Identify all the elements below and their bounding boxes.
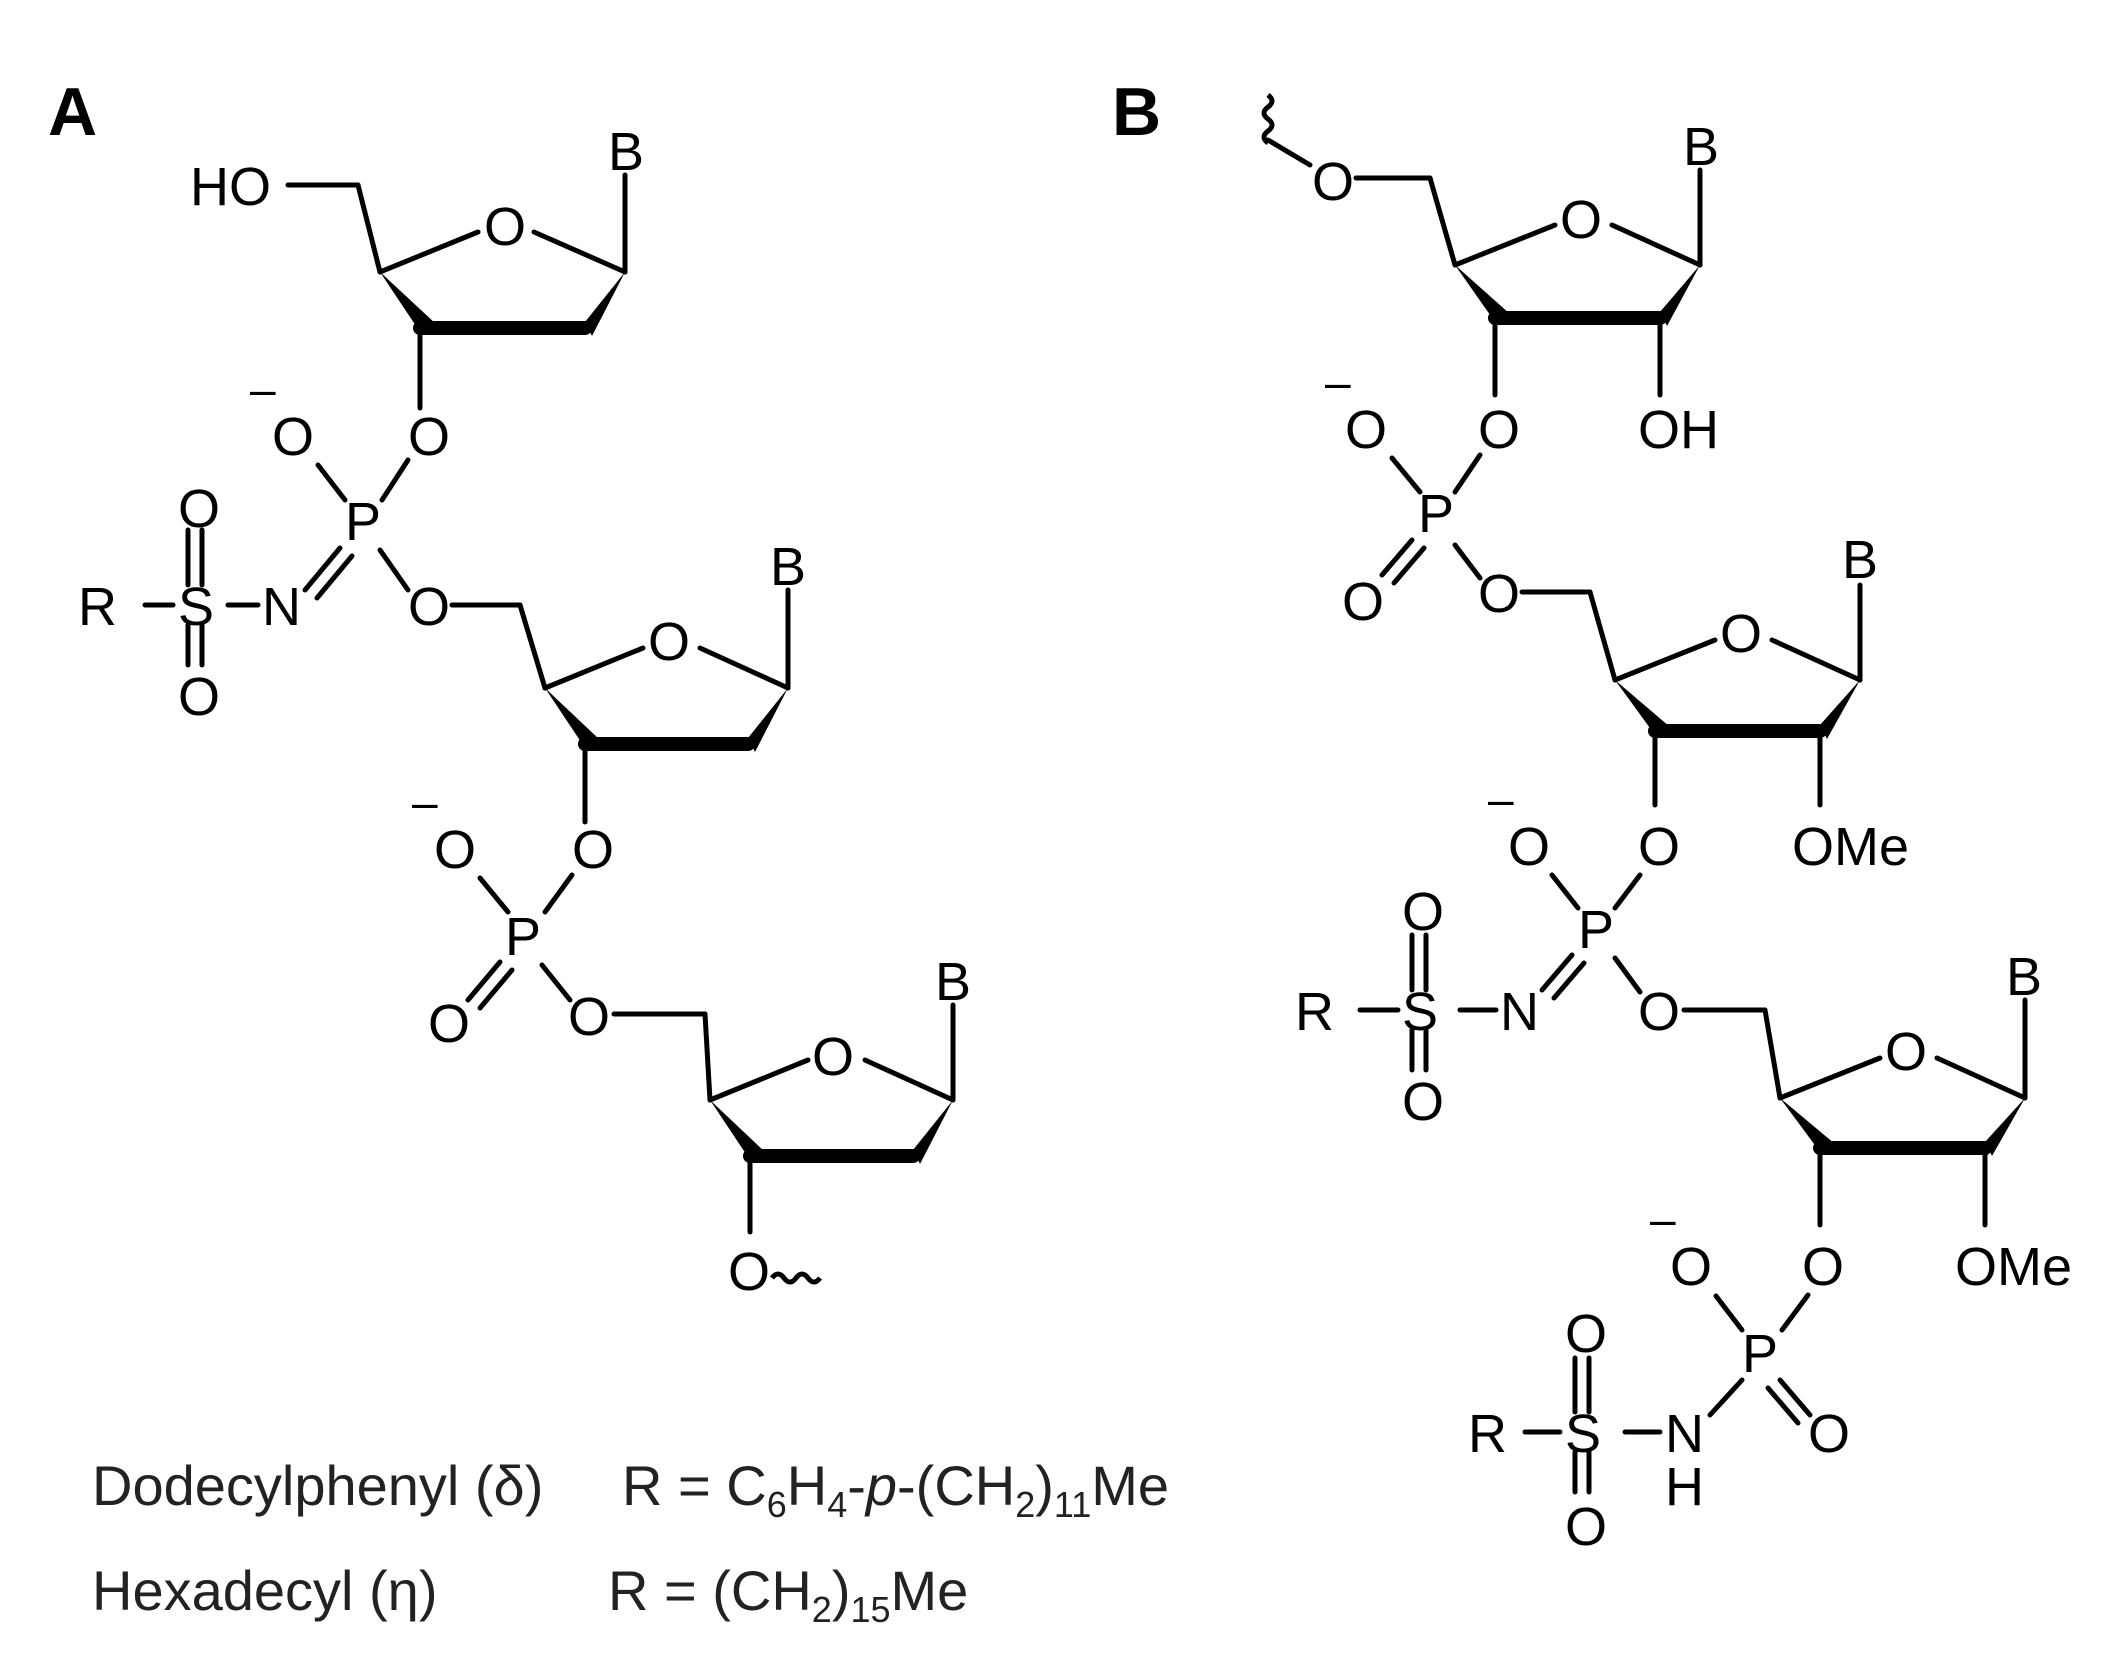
- sulfonyl-oxygen-top-b2: O: [1402, 882, 1444, 942]
- charge-b2: –: [1488, 773, 1514, 825]
- oxo-oxygen-b1: O: [1342, 572, 1384, 632]
- phosphorus-b3: P: [1742, 1324, 1778, 1384]
- phosphorus-a1: P: [345, 492, 381, 552]
- nitrogen-b3: N: [1665, 1404, 1704, 1464]
- ring-oxygen-a3: O: [812, 1027, 854, 1087]
- oxygen-3p-b1: O: [1478, 400, 1520, 460]
- amide-hydrogen-b3: H: [1665, 1457, 1704, 1517]
- oxygen-5p-a3: O: [568, 987, 610, 1047]
- charge-b3: –: [1650, 1193, 1676, 1245]
- phosphate-b1: – O P O O: [1325, 356, 1520, 632]
- oxo-oxygen-b3: O: [1808, 1404, 1850, 1464]
- phosphoramidate-a1: – O P N S R O O O: [78, 363, 450, 727]
- sulfonyl-oxygen-top-a1: O: [178, 479, 220, 539]
- legend-formula-hexadecyl: R = (CH2)15Me: [608, 1559, 968, 1630]
- oxygen-3p-b3: O: [1802, 1237, 1844, 1297]
- oxygen-3p-a2: O: [572, 820, 614, 880]
- oxygen-minus-b3: O: [1670, 1237, 1712, 1297]
- chain-continuation-a: [770, 1271, 822, 1285]
- sugar-b1: O O B O OH: [1261, 93, 1719, 460]
- methoxy-2p-b3: OMe: [1955, 1237, 2072, 1297]
- base-label-b3: B: [2006, 947, 2042, 1007]
- legend-name-hexadecyl: Hexadecyl (η): [92, 1559, 437, 1622]
- sugar-a1: HO O B O: [190, 122, 644, 467]
- chain-continuation-b: [1261, 93, 1275, 145]
- oxygen-minus-a2: O: [434, 820, 476, 880]
- charge-a2: –: [412, 776, 438, 828]
- oxygen-minus-b2: O: [1508, 817, 1550, 877]
- oxygen-5p-b3: O: [1638, 982, 1680, 1042]
- r-group-b2: R: [1295, 982, 1334, 1042]
- sugar-b3: O B O OMe: [1681, 947, 2072, 1297]
- r-group-b3: R: [1468, 1404, 1507, 1464]
- base-label-b1: B: [1683, 117, 1719, 177]
- phosphate-a2: – O P O O: [412, 776, 610, 1054]
- sugar-a3: O B O: [611, 952, 971, 1302]
- phosphorus-b2: P: [1578, 900, 1614, 960]
- ring-oxygen-b2: O: [1720, 604, 1762, 664]
- sulfonyl-oxygen-bottom-a1: O: [178, 667, 220, 727]
- panel-label-a: A: [48, 74, 97, 150]
- phosphoramidate-b2: – O P N S R O O O: [1295, 773, 1680, 1132]
- panel-a-structure: HO O B O – O P N S R: [78, 122, 971, 1302]
- oxygen-3p-b2: O: [1638, 817, 1680, 877]
- legend-name-dodecylphenyl: Dodecylphenyl (δ): [92, 1454, 543, 1517]
- hydroxyl-label-a1: HO: [190, 157, 271, 217]
- sulfonyl-oxygen-bottom-b3: O: [1565, 1497, 1607, 1557]
- oxo-oxygen-a2: O: [428, 994, 470, 1054]
- nitrogen-a1: N: [262, 577, 301, 637]
- hydroxyl-2p-b1: OH: [1638, 400, 1719, 460]
- sulfur-b3: S: [1565, 1404, 1601, 1464]
- phosphorus-b1: P: [1418, 484, 1454, 544]
- methoxy-2p-b2: OMe: [1792, 817, 1909, 877]
- sulfur-b2: S: [1402, 982, 1438, 1042]
- base-label-b2: B: [1842, 530, 1878, 590]
- ring-oxygen-a1: O: [484, 197, 526, 257]
- charge-a1: –: [250, 363, 276, 415]
- oxygen-3p-a3: O: [728, 1242, 770, 1302]
- legend-formula-dodecylphenyl: R = C6H4-p-(CH2)11Me: [622, 1454, 1169, 1525]
- phosphoramidate-b3: – O P O N H S R O O: [1468, 1193, 1850, 1557]
- sulfonyl-oxygen-top-b3: O: [1565, 1304, 1607, 1364]
- oxygen-minus-b1: O: [1345, 400, 1387, 460]
- base-label-a2: B: [770, 537, 806, 597]
- sulfur-a1: S: [178, 577, 214, 637]
- base-label-a3: B: [935, 952, 971, 1012]
- sulfonyl-oxygen-bottom-b2: O: [1402, 1072, 1444, 1132]
- panel-label-b: B: [1112, 74, 1161, 150]
- ring-oxygen-a2: O: [648, 612, 690, 672]
- oxygen-5p-a2: O: [408, 577, 450, 637]
- base-label-a1: B: [608, 122, 644, 182]
- oxygen-minus-a1: O: [272, 407, 314, 467]
- nitrogen-b2: N: [1500, 982, 1539, 1042]
- sugar-b2: O B O OMe: [1519, 530, 1909, 877]
- panel-b-structure: O O B O OH – O P O O: [1261, 93, 2072, 1557]
- oxygen-5p-b2: O: [1478, 564, 1520, 624]
- charge-b1: –: [1325, 356, 1351, 408]
- sugar-a2: O B O: [449, 537, 806, 880]
- ring-oxygen-b1: O: [1560, 190, 1602, 250]
- r-group-a1: R: [78, 577, 117, 637]
- oxygen-3p-a1: O: [408, 407, 450, 467]
- phosphorus-a2: P: [505, 907, 541, 967]
- r-group-legend: Dodecylphenyl (δ) R = C6H4-p-(CH2)11Me H…: [92, 1454, 1169, 1630]
- oxygen-5p-b1: O: [1312, 152, 1354, 212]
- ring-oxygen-b3: O: [1885, 1022, 1927, 1082]
